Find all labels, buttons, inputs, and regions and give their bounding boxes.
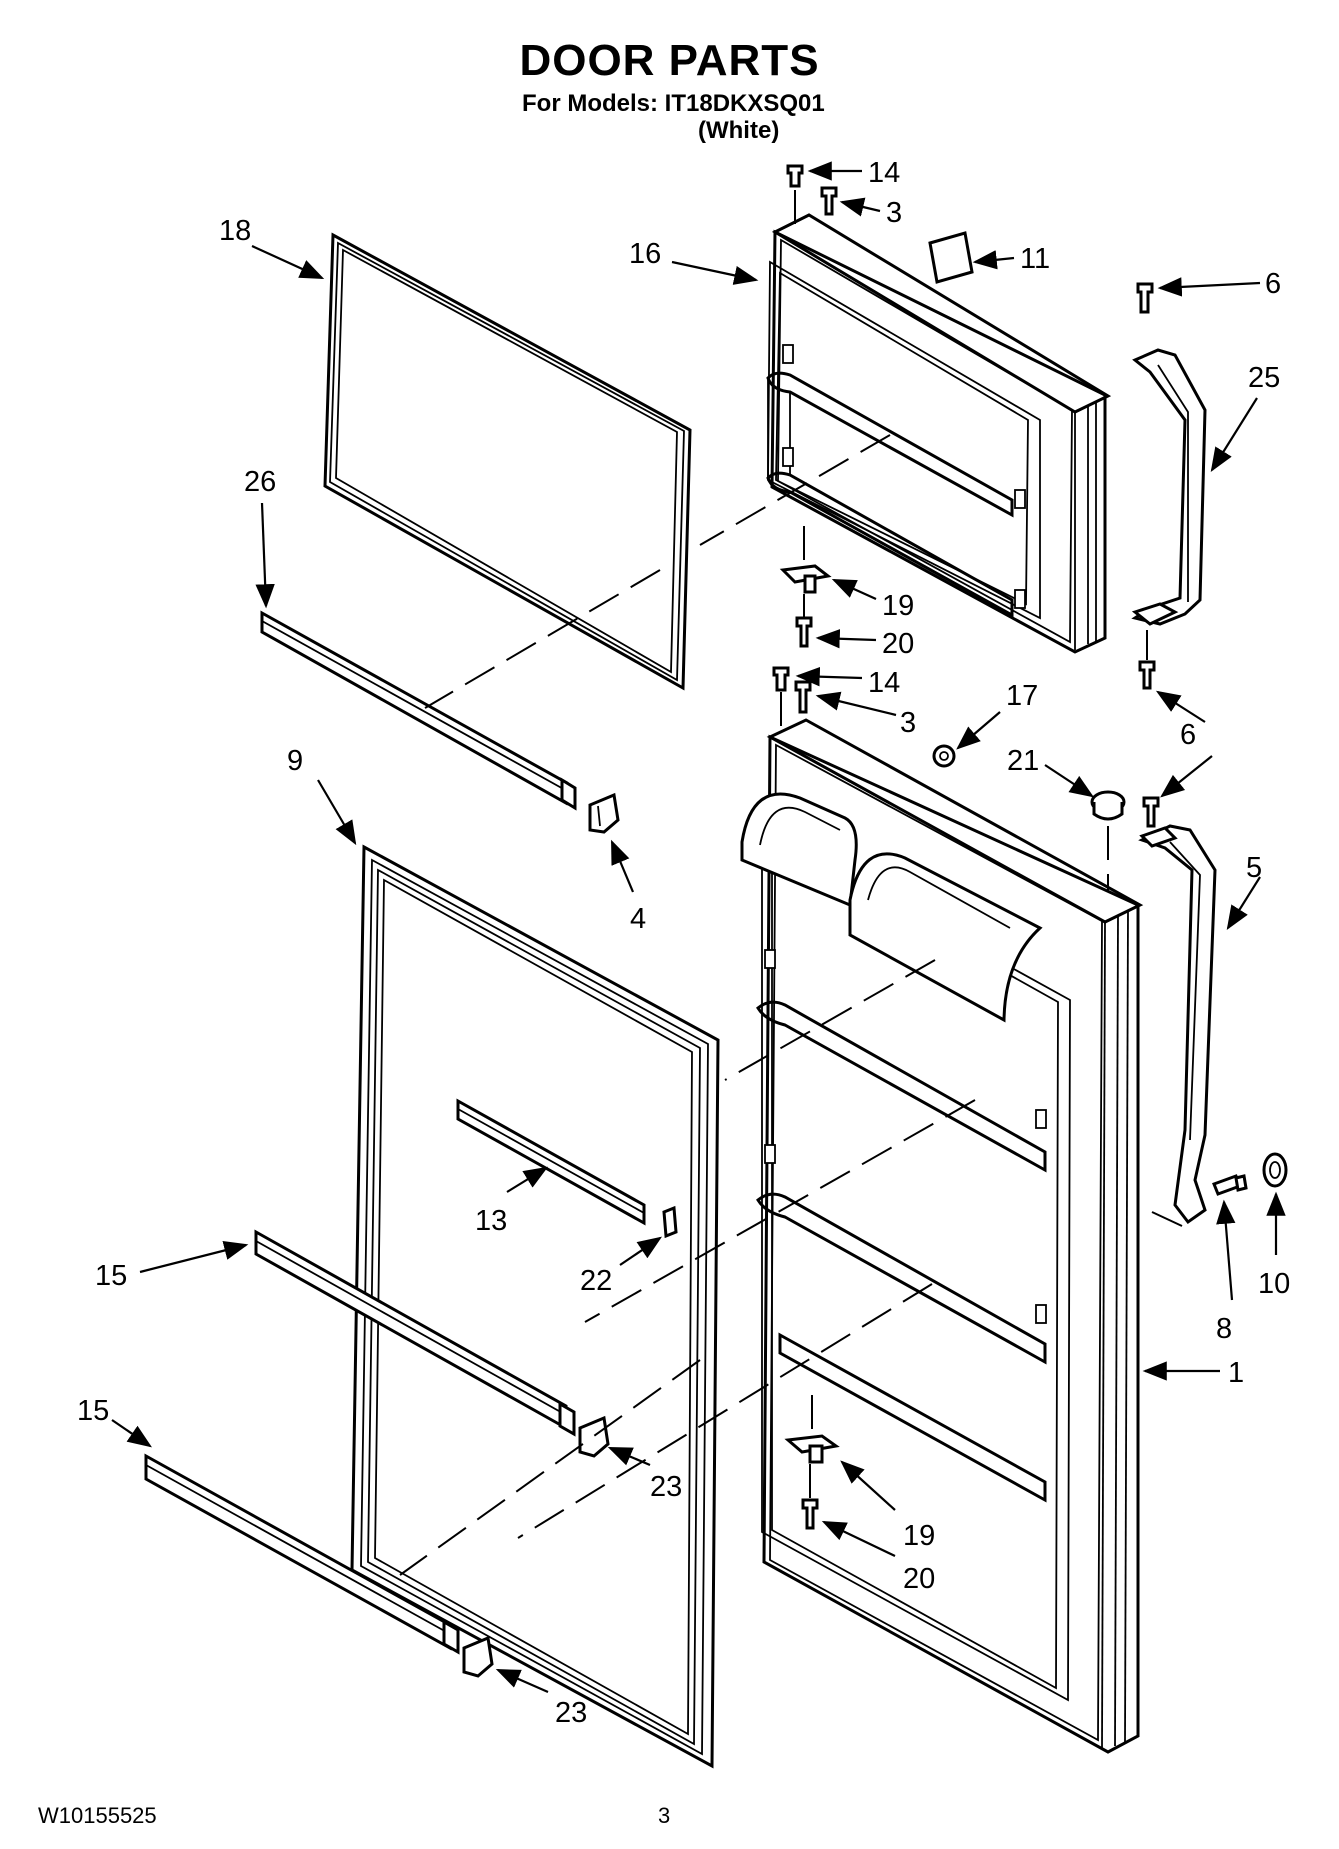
svg-text:5: 5: [1246, 852, 1262, 884]
callout-23-upper-clip: 23: [607, 1446, 682, 1503]
callout-17-plug: 17: [956, 680, 1038, 750]
callout-11-label: 11: [972, 243, 1050, 275]
callout-19-refrigerator-hinge: 19: [840, 1460, 935, 1552]
callout-20-freezer-hinge-screw: 20: [815, 628, 914, 660]
callout-6-handle-screw-upper: 6: [1157, 268, 1281, 300]
svg-text:8: 8: [1216, 1313, 1232, 1345]
svg-text:20: 20: [882, 628, 914, 660]
svg-text:19: 19: [882, 590, 914, 622]
alignment-lines: [399, 434, 976, 1576]
svg-text:19: 19: [903, 1520, 935, 1552]
svg-text:10: 10: [1258, 1268, 1290, 1300]
svg-text:23: 23: [650, 1471, 682, 1503]
freezer-shelf-retainer-bar: [260, 610, 577, 811]
svg-text:15: 15: [77, 1395, 109, 1427]
svg-text:20: 20: [903, 1563, 935, 1595]
callout-16-freezer-door: 16: [629, 238, 759, 285]
freezer-door-gasket: [323, 232, 692, 691]
callout-6-handle-screw-lower: 6: [1160, 719, 1213, 798]
callout-18-freezer-gasket: 18: [219, 215, 325, 280]
door-shelf-bar-15-upper: [254, 1229, 610, 1458]
callout-6-handle-screw-freezer-bottom: [1155, 690, 1206, 723]
svg-text:6: 6: [1265, 268, 1281, 300]
page-title: DOOR PARTS: [519, 36, 820, 85]
models-subtitle: For Models: IT18DKXSQ01: [522, 90, 825, 117]
svg-text:14: 14: [868, 157, 900, 189]
svg-text:11: 11: [1020, 243, 1050, 275]
callout-15-lower-bar: 15: [77, 1395, 152, 1448]
refrigerator-door-gasket: [350, 844, 720, 1769]
callout-14-refrigerator-hinge-cap: 14: [795, 667, 900, 699]
refrigerator-door: [740, 718, 1144, 1754]
handle-screw-and-plug: [1212, 1152, 1288, 1196]
door-shelf-bar-15-lower: [144, 1453, 494, 1678]
svg-text:3: 3: [900, 707, 916, 739]
freezer-bottom-hinge-parts: [779, 526, 832, 648]
svg-text:13: 13: [475, 1205, 507, 1237]
svg-text:26: 26: [244, 466, 276, 498]
svg-text:16: 16: [629, 238, 661, 270]
callout-3-refrigerator-hinge-screw: 3: [815, 691, 916, 739]
svg-text:23: 23: [555, 1697, 587, 1729]
page-number: 3: [658, 1803, 671, 1828]
color-subtitle: (White): [698, 117, 780, 144]
callout-21-hinge-cap: 21: [1007, 745, 1095, 798]
svg-text:3: 3: [886, 197, 902, 229]
refrigerator-handle: [1138, 796, 1217, 1227]
callout-22-clip: 22: [580, 1236, 663, 1297]
callout-25-freezer-handle: 25: [1210, 362, 1280, 473]
callout-19-freezer-hinge: 19: [831, 578, 914, 622]
svg-text:4: 4: [630, 903, 646, 935]
refrigerator-bottom-hinge-parts: [784, 1395, 840, 1530]
freezer-top-hinge-parts: [786, 164, 974, 284]
callout-26-freezer-shelf-bar: 26: [244, 466, 276, 609]
svg-text:14: 14: [868, 667, 900, 699]
callout-10-plug: 10: [1258, 1191, 1290, 1300]
svg-text:6: 6: [1180, 719, 1196, 751]
callout-23-lower-clip: 23: [495, 1668, 587, 1729]
freezer-handle: [1131, 282, 1207, 690]
callout-13-shelf-bar: 13: [475, 1166, 549, 1237]
door-shelf-bar-13: [456, 1098, 678, 1239]
callout-14-freezer-hinge-cap: 14: [807, 157, 900, 189]
callout-15-upper-bar: 15: [95, 1240, 249, 1292]
callout-4-end-cap: 4: [610, 839, 646, 935]
callout-5-refrigerator-handle: 5: [1226, 852, 1262, 931]
svg-text:9: 9: [287, 745, 303, 777]
svg-text:17: 17: [1006, 680, 1038, 712]
shelf-end-cap-4: [588, 792, 620, 834]
svg-text:18: 18: [219, 215, 251, 247]
svg-text:21: 21: [1007, 745, 1039, 777]
callout-20-refrigerator-hinge-screw: 20: [821, 1520, 935, 1595]
callout-8-screw: 8: [1216, 1199, 1236, 1345]
refrigerator-top-hinge-parts: [772, 666, 1126, 890]
document-number: W10155525: [38, 1803, 157, 1828]
svg-text:25: 25: [1248, 362, 1280, 394]
freezer-door: [766, 213, 1112, 654]
callout-9-refrigerator-gasket: 9: [287, 745, 357, 846]
svg-text:1: 1: [1228, 1357, 1244, 1389]
svg-text:22: 22: [580, 1265, 612, 1297]
callout-3-freezer-hinge-screw: 3: [839, 197, 902, 229]
callout-1-refrigerator-door: 1: [1142, 1357, 1244, 1389]
svg-text:15: 15: [95, 1260, 127, 1292]
